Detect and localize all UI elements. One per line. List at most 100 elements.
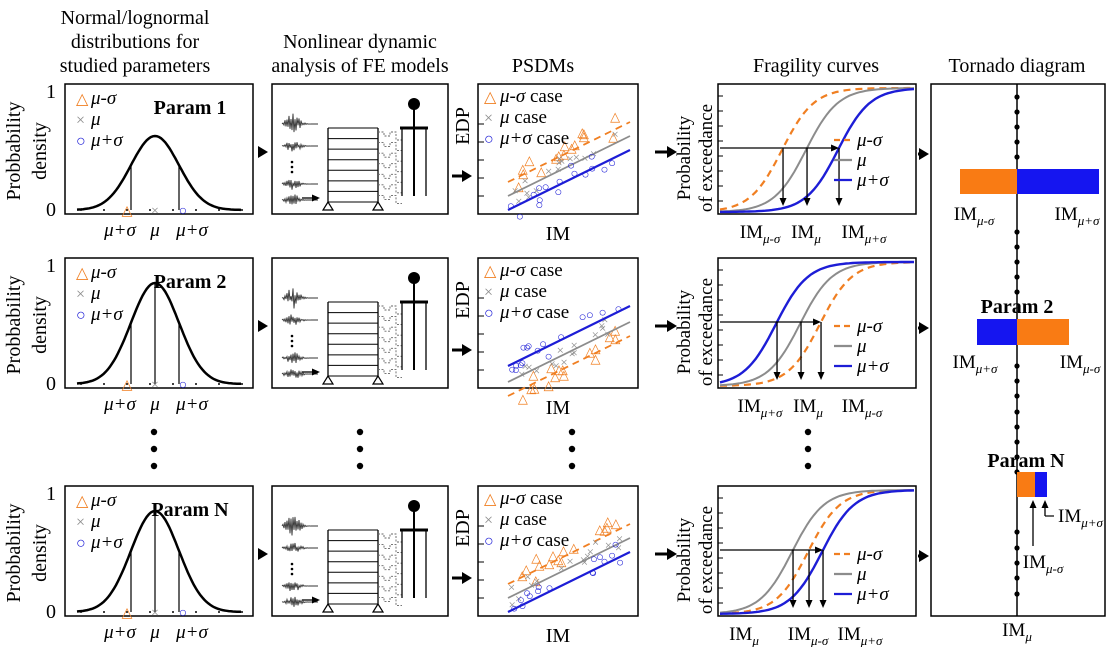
im-label: IMμ-σ [740, 222, 781, 246]
ground-motion-signal [281, 113, 318, 133]
legend-marker: ○ [76, 133, 86, 150]
pdf-xlabel: μ [149, 220, 160, 241]
scatter-point: × [599, 320, 606, 335]
scatter-point: △ [600, 522, 610, 537]
legend-label: μ-σ [856, 130, 883, 151]
ground-motion-signal [281, 542, 318, 552]
scatter-point: × [553, 358, 560, 373]
im-label: IMμ-σ [842, 396, 883, 420]
legend-marker: × [76, 286, 85, 303]
triangle-marker: △ [122, 606, 133, 621]
regression-line [507, 121, 631, 183]
regression-line [507, 305, 631, 367]
legend-label: μ-σ case [499, 260, 563, 281]
flow-arrow [655, 548, 677, 560]
flow-arrow [452, 170, 472, 182]
legend-label: μ+σ [856, 170, 889, 191]
scatter-point: × [525, 189, 532, 204]
scatter-point: × [515, 591, 522, 606]
legend-label: μ+σ case [499, 302, 569, 323]
ground-motion-signal [281, 352, 318, 363]
psdm-panel: EDPIM△△△△△△△△△△△△△△△△××××××××××××××××○○○… [452, 485, 639, 647]
scatter-point: × [533, 573, 540, 588]
scatter-point: × [555, 162, 562, 177]
scatter-point: ○ [535, 579, 543, 594]
flow-arrow [452, 344, 472, 356]
scatter-point: × [604, 327, 611, 342]
scatter-point: △ [544, 378, 554, 393]
scatter-point: △ [585, 344, 595, 359]
im-label: IMμ+σ [838, 624, 884, 647]
scatter-point: △ [518, 391, 528, 406]
scatter-point: × [592, 535, 599, 550]
cross-marker: × [151, 606, 159, 621]
scatter-point: × [571, 337, 578, 352]
pdf-ylabel: density [29, 296, 51, 354]
header-fragility: Fragility curves [753, 55, 879, 77]
scatter-point: × [566, 554, 573, 569]
scatter-point: △ [608, 129, 618, 144]
legend-marker: × [76, 514, 85, 531]
tornado-axis-label: IMμ [1002, 620, 1032, 644]
legend-label: μ+σ [90, 532, 123, 553]
scatter-point: × [573, 150, 580, 165]
fe-model-panel [271, 83, 449, 215]
scatter-point: ○ [534, 343, 542, 358]
flow-arrow [918, 550, 929, 562]
header-tornado: Tornado diagram [949, 55, 1086, 77]
scatter-point: △ [554, 361, 564, 376]
scatter-point: ○ [557, 329, 565, 344]
cross-marker: × [151, 378, 159, 393]
regression-line [507, 551, 631, 613]
psdm-panel: EDPIM△△△△△△△△△△△△△△△△××××××××××××××××○○○… [452, 257, 639, 419]
scatter-point: ○ [507, 198, 515, 213]
scatter-point: × [581, 151, 588, 166]
scatter-point: ○ [614, 301, 622, 316]
legend-marker: ○ [484, 305, 494, 322]
scatter-point: △ [556, 554, 566, 569]
pdf-xlabel: μ [149, 622, 160, 643]
fragility-curve [720, 87, 915, 214]
legend-label: μ [856, 336, 867, 357]
legend-marker: △ [484, 263, 497, 280]
im-label: IMμ+σ [953, 352, 999, 376]
psdm-xlabel: IM [546, 625, 571, 647]
scatter-point: △ [536, 164, 546, 179]
scatter-point: ○ [581, 167, 589, 182]
legend-marker: ○ [76, 307, 86, 324]
flow-arrow [918, 322, 929, 334]
scatter-point: × [555, 155, 562, 170]
scatter-point: ○ [508, 361, 516, 376]
scatter-point: ○ [523, 585, 531, 600]
legend-marker: ○ [484, 131, 494, 148]
scatter-point: × [558, 560, 565, 575]
fragility-ylabel: Probability [674, 517, 695, 602]
scatter-point: × [525, 359, 532, 374]
header-distributions: Normal/lognormal [61, 7, 210, 29]
scatter-point: △ [579, 126, 589, 141]
scatter-point: ○ [570, 165, 578, 180]
fragility-ylabel: Probability [674, 289, 695, 374]
scatter-point: × [590, 146, 597, 161]
pdf-ylabel: Probbability [3, 102, 25, 201]
legend-label: μ [856, 150, 867, 171]
scatter-point: ○ [600, 554, 608, 569]
normal-curve [76, 281, 241, 386]
param-title: Param 2 [154, 271, 227, 293]
legend-label: μ-σ [90, 88, 117, 109]
scatter-point: △ [579, 128, 589, 143]
scatter-point: △ [559, 146, 569, 161]
scatter-point: △ [602, 519, 612, 534]
scatter-point: △ [560, 138, 570, 153]
scatter-point: × [581, 555, 588, 570]
scatter-point: ○ [545, 580, 553, 595]
scatter-point: △ [526, 381, 536, 396]
ground-motion-signal [281, 582, 318, 592]
scatter-point: ○ [588, 161, 596, 176]
legend-label: μ [856, 564, 867, 585]
legend-marker: △ [484, 491, 497, 508]
regression-line [507, 149, 631, 211]
